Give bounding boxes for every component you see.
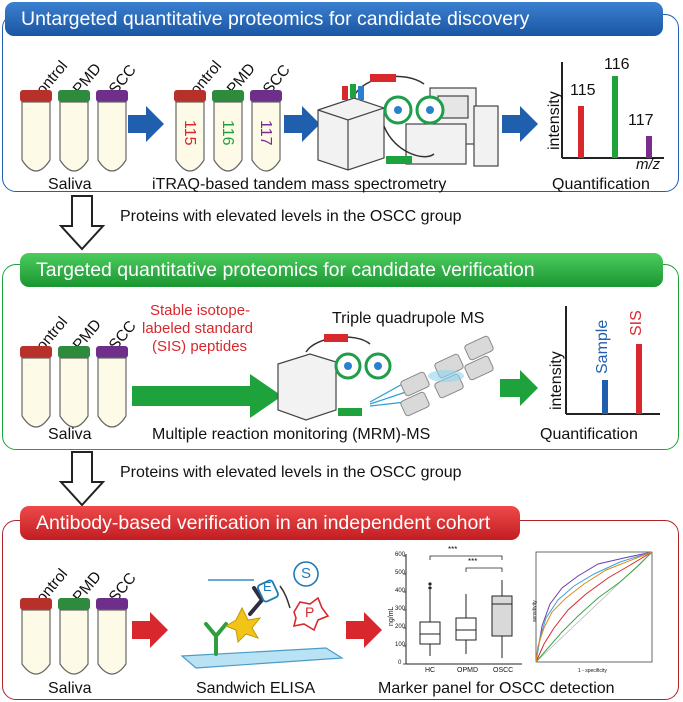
antibody-title: Antibody-based verification in an indepe… bbox=[20, 506, 520, 540]
caption-mrm-method: Multiple reaction monitoring (MRM)-MS bbox=[152, 426, 431, 443]
boxplot-group-oscc: OSCC bbox=[493, 667, 514, 674]
spectrum-peak-label-117: 117 bbox=[628, 112, 654, 129]
box-opmd bbox=[455, 617, 477, 641]
bar-sample bbox=[602, 380, 608, 414]
elisa-letter-p: P bbox=[305, 604, 315, 620]
boxplot-tick-6: 600 bbox=[395, 552, 406, 558]
caption-marker-panel: Marker panel for OSCC detection bbox=[378, 680, 615, 697]
spectrum-xlabel: m/z bbox=[636, 156, 661, 173]
boxplot-tick-1: 100 bbox=[395, 642, 406, 648]
caption-quant-2: Quantification bbox=[540, 426, 638, 443]
arrow-red-1 bbox=[132, 612, 168, 648]
itraq-spectrum bbox=[561, 62, 664, 159]
itraq-tag-116: 116 bbox=[219, 120, 236, 146]
caption-saliva-2: Saliva bbox=[48, 426, 92, 443]
caption-saliva-1: Saliva bbox=[48, 176, 92, 193]
sis-chart-ylabel: intensity bbox=[548, 351, 565, 410]
sis-intensity-chart bbox=[565, 306, 660, 415]
transition-text-1: Proteins with elevated levels in the OSC… bbox=[120, 208, 462, 225]
arrow-blue-1 bbox=[128, 106, 164, 142]
boxplot-tick-5: 500 bbox=[395, 570, 406, 576]
lc-ms-instrument-1 bbox=[317, 74, 499, 171]
spectrum-ylabel: intensity bbox=[546, 91, 563, 150]
bar-label-sample: Sample bbox=[594, 319, 611, 374]
arrow-green-sis bbox=[132, 374, 282, 418]
caption-itraq-method: iTRAQ-based tandem mass spectrometry bbox=[152, 176, 447, 193]
boxplot-sig-1: *** bbox=[448, 545, 458, 554]
boxplot-tick-4: 400 bbox=[395, 588, 406, 594]
itraq-tubes bbox=[174, 90, 282, 172]
sis-note-line-3: (SIS) peptides bbox=[152, 338, 248, 355]
box-hc bbox=[419, 621, 441, 645]
boxplot-ylabel: ng/mL bbox=[388, 606, 395, 626]
elisa-letter-e: E bbox=[263, 579, 272, 594]
boxplot-sig-2: *** bbox=[468, 557, 478, 566]
boxplot-group-hc: HC bbox=[425, 667, 436, 674]
verification-title: Targeted quantitative proteomics for can… bbox=[20, 253, 663, 287]
transition-text-2: Proteins with elevated levels in the OSC… bbox=[120, 464, 462, 481]
discovery-title: Untargeted quantitative proteomics for c… bbox=[5, 2, 663, 36]
instrument-label: Triple quadrupole MS bbox=[332, 310, 485, 327]
lc-ms-instrument-2 bbox=[277, 334, 494, 421]
peak-115 bbox=[578, 106, 584, 158]
box-oscc bbox=[491, 595, 513, 637]
peak-117 bbox=[646, 136, 652, 158]
caption-quant-1: Quantification bbox=[552, 176, 650, 193]
saliva-tubes-2 bbox=[20, 346, 128, 428]
saliva-tubes-3 bbox=[20, 598, 128, 675]
roc-xlabel: 1 - specificity bbox=[578, 668, 607, 674]
bar-label-sis: SIS bbox=[628, 310, 645, 336]
roc-curve bbox=[535, 551, 653, 663]
elisa-illustration bbox=[180, 561, 344, 669]
boxplot-tick-2: 200 bbox=[395, 624, 406, 630]
boxplot-group-opmd: OPMD bbox=[457, 667, 478, 674]
caption-saliva-3: Saliva bbox=[48, 680, 92, 697]
spectrum-peak-label-116: 116 bbox=[604, 56, 630, 73]
saliva-tubes-1 bbox=[20, 90, 128, 172]
arrow-red-2 bbox=[346, 612, 382, 648]
roc-ylabel: sensitivity bbox=[532, 600, 538, 622]
down-arrow-2 bbox=[58, 451, 106, 507]
sis-note-line-1: Stable isotope- bbox=[150, 302, 251, 319]
boxplot-tick-3: 300 bbox=[395, 606, 406, 612]
spectrum-peak-label-115: 115 bbox=[570, 82, 596, 99]
arrow-green-2 bbox=[500, 370, 538, 406]
itraq-tag-117: 117 bbox=[257, 120, 274, 146]
caption-elisa: Sandwich ELISA bbox=[196, 680, 316, 697]
boxplot-tick-0: 0 bbox=[398, 660, 402, 666]
itraq-tag-115: 115 bbox=[181, 120, 198, 146]
peak-116 bbox=[612, 76, 618, 158]
arrow-blue-3 bbox=[502, 106, 538, 142]
elisa-letter-s: S bbox=[301, 565, 312, 582]
arrow-blue-2 bbox=[284, 106, 320, 142]
sis-note-line-2: labeled standard bbox=[142, 320, 253, 337]
bar-sis bbox=[636, 344, 642, 414]
boxplot bbox=[403, 554, 522, 665]
down-arrow-1 bbox=[58, 195, 106, 251]
